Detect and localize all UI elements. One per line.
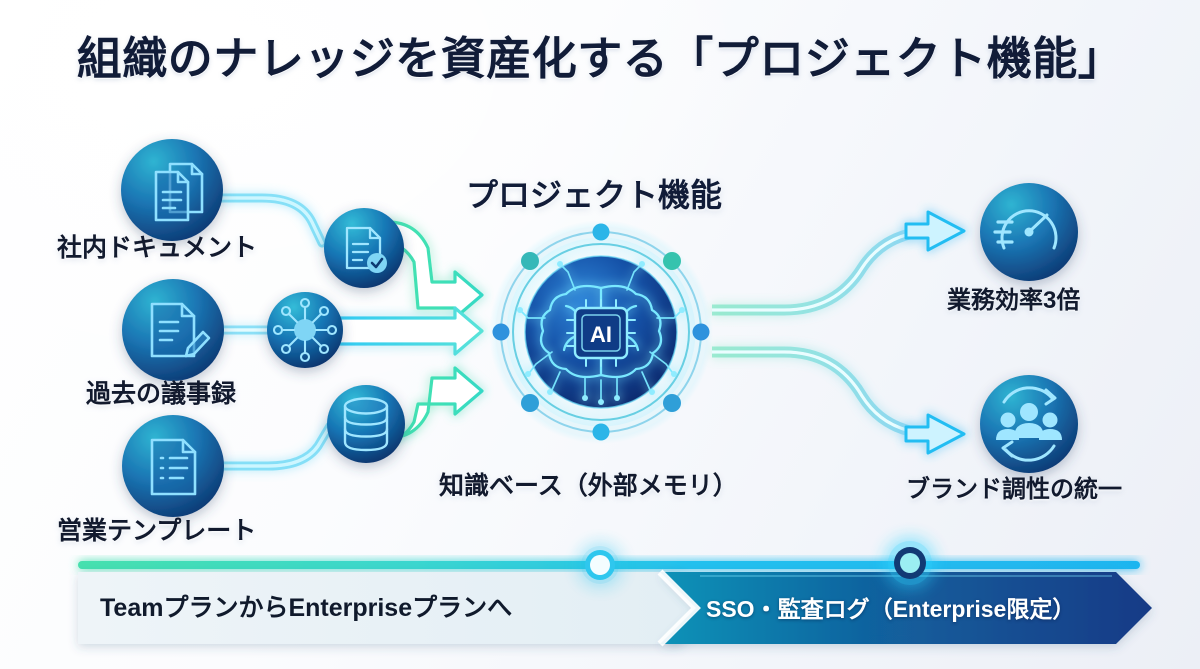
ai-core-text: AI [590,322,612,347]
source-icon-document-pencil [122,279,224,381]
source-icon-checklist-document [122,415,224,517]
processor-icon-database [327,385,405,463]
outcome-label-brand: ブランド調性の統一 [906,476,1122,503]
banner-left-text: TeamプランからEnterpriseプランへ [100,594,513,622]
ai-chip-icon: AI [566,299,636,367]
inbound-flow-arrows [328,220,484,442]
outcome-label-efficiency: 業務効率3倍 [947,287,1081,314]
ai-core-sphere: AI [489,220,713,444]
outbound-flow-pipes [712,225,937,440]
processor-icon-network-hub [267,292,343,368]
ai-brain-chip-icon [517,261,685,405]
page-title: 組織のナレッジを資産化する「プロジェクト機能」 [76,33,1124,84]
orbit-nodes [492,223,710,441]
outcome-icon-speedometer [980,183,1078,281]
source-label-template: 営業テンプレート [57,517,257,545]
processor-icon-document-check [324,208,404,288]
source-icon-documents [121,139,223,241]
center-title: プロジェクト機能 [466,177,723,213]
center-caption: 知識ベース（外部メモリ） [439,472,738,500]
source-label-minutes: 過去の議事録 [86,380,237,408]
outcome-icon-team-sync [980,375,1078,473]
outbound-arrowheads [904,210,966,455]
progress-rail [78,561,1140,569]
banner-right-text: SSO・監査ログ（Enterprise限定） [706,596,1076,622]
source-label-documents: 社内ドキュメント [57,234,258,262]
rail-marker-dots [581,541,932,585]
